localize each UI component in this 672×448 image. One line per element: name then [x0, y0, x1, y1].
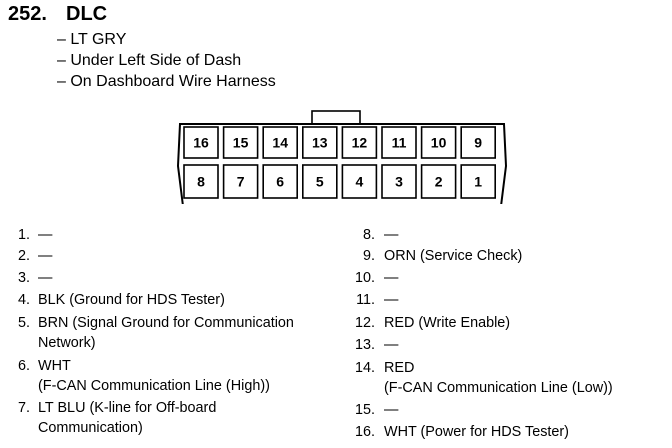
pin-entry-description: — — [384, 337, 399, 353]
subtitle-location: – Under Left Side of Dash — [57, 52, 242, 69]
pin-entry-description: — — [384, 227, 399, 243]
title-name: DLC — [66, 3, 108, 25]
pin-number-2: 2 — [435, 174, 443, 190]
pin-number-15: 15 — [233, 135, 249, 151]
pin-entry-description: RED (Write Enable) — [384, 315, 511, 331]
pin-cell-6 — [262, 164, 298, 199]
pin-cell-2 — [420, 164, 457, 199]
pin-entry-number: 9. — [362, 248, 375, 264]
pin-entry-description: BLK (Ground for HDS Tester) — [38, 292, 225, 308]
pin-number-5: 5 — [316, 174, 324, 190]
pin-number-9: 9 — [474, 135, 482, 151]
pin-entry-number: 14. — [354, 360, 375, 376]
dlc-connector-diagram: 16 15 14 13 12 11 10 9 8 7 6 5 4 3 2 1 — [176, 110, 508, 204]
pin-entry-description-cont: Communication) — [38, 420, 143, 436]
pin-cell-12 — [341, 126, 378, 159]
pin-entry-description-cont: (F-CAN Communication Line (High)) — [38, 378, 270, 394]
pin-entry-number: 16. — [354, 424, 375, 440]
pin-cell-14 — [262, 126, 298, 159]
pin-entry-number: 12. — [354, 315, 375, 331]
pin-cell-8 — [183, 164, 219, 199]
pin-entry-description-cont: Network) — [38, 335, 96, 351]
pin-cell-4 — [341, 164, 378, 199]
pin-entry-description: LT BLU (K-line for Off-board — [38, 400, 217, 416]
pin-number-10: 10 — [431, 135, 447, 151]
pin-entry-number: 2. — [17, 248, 30, 264]
pin-number-4: 4 — [356, 174, 364, 190]
pin-entry-number: 1. — [17, 227, 30, 243]
pin-entry-number: 6. — [17, 358, 30, 374]
pin-entry-number: 7. — [17, 400, 30, 416]
pin-cell-1 — [460, 164, 497, 199]
pin-entry-number: 4. — [17, 292, 30, 308]
connector-title: 252. DLC — [8, 3, 107, 26]
pin-entry-description: WHT — [38, 358, 71, 374]
pin-entry-number: 11. — [356, 292, 375, 308]
pin-number-16: 16 — [193, 135, 209, 151]
pin-cell-15 — [222, 126, 259, 159]
pin-number-7: 7 — [237, 174, 245, 190]
pin-number-1: 1 — [474, 174, 482, 190]
pin-entry-description: — — [38, 248, 53, 264]
pin-entry-number: 13. — [354, 337, 375, 353]
pin-entry-description: RED — [384, 360, 415, 376]
pin-entry-number: 3. — [17, 270, 30, 286]
title-number: 252. — [8, 3, 47, 25]
pin-entry-description: — — [384, 270, 399, 286]
pin-number-14: 14 — [272, 135, 288, 151]
pin-cell-16 — [183, 126, 219, 159]
pin-entry-description: — — [38, 227, 53, 243]
pin-entry-description: — — [38, 270, 53, 286]
pin-entry-description: — — [384, 402, 399, 418]
pin-number-6: 6 — [276, 174, 284, 190]
pin-entry-number: 15. — [354, 402, 375, 418]
pin-entry-description: ORN (Service Check) — [384, 248, 523, 264]
pin-cell-13 — [302, 126, 338, 159]
connector-key-tab — [311, 110, 361, 125]
pin-entry-number: 10. — [354, 270, 375, 286]
pin-number-12: 12 — [352, 135, 368, 151]
pin-entry-number: 8. — [362, 227, 375, 243]
pin-entry-description: — — [384, 292, 399, 308]
subtitle-harness: – On Dashboard Wire Harness — [57, 73, 276, 90]
pin-cell-3 — [381, 164, 417, 199]
subtitle-color: – LT GRY — [57, 31, 127, 48]
pin-row-top: 16 15 14 13 12 11 10 9 — [183, 126, 497, 159]
pin-entry-description-cont: (F-CAN Communication Line (Low)) — [384, 380, 613, 396]
pin-number-13: 13 — [312, 135, 328, 151]
pin-cell-7 — [222, 164, 259, 199]
pin-entry-description: WHT (Power for HDS Tester) — [384, 424, 569, 440]
pin-cell-10 — [420, 126, 457, 159]
pin-number-8: 8 — [197, 174, 205, 190]
pin-entry-number: 5. — [17, 315, 30, 331]
pin-number-3: 3 — [395, 174, 403, 190]
pin-number-11: 11 — [392, 135, 407, 151]
pin-cell-5 — [302, 164, 338, 199]
pin-cell-11 — [381, 126, 417, 159]
pin-cell-9 — [460, 126, 497, 159]
pin-entry-description: BRN (Signal Ground for Communication — [38, 315, 294, 331]
pin-row-bottom: 8 7 6 5 4 3 2 1 — [183, 164, 497, 199]
